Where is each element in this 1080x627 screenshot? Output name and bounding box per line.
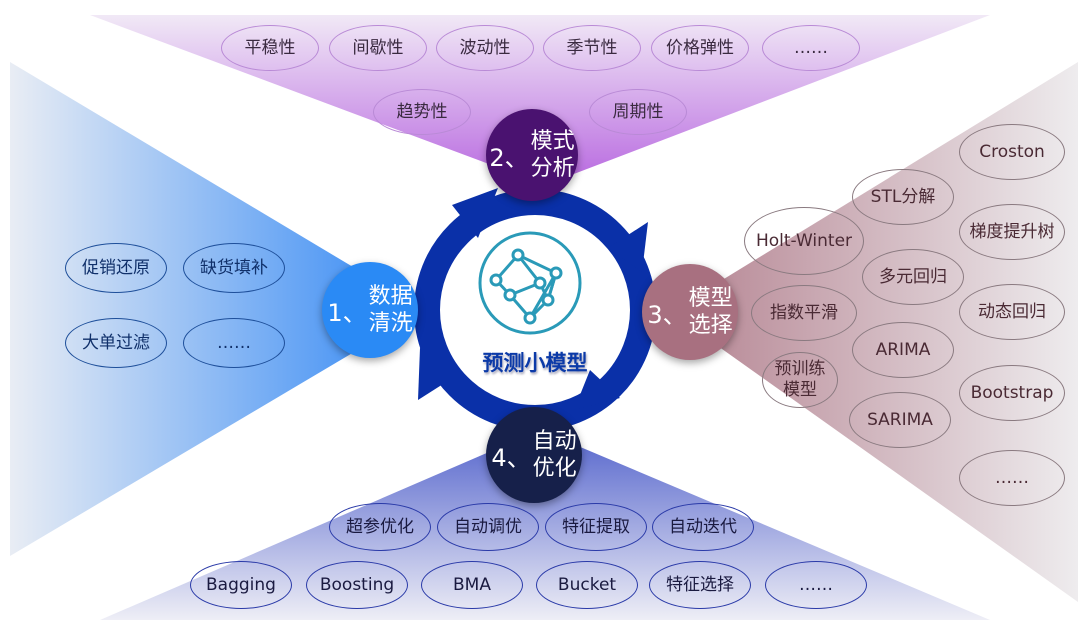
- model-item: ……: [959, 450, 1065, 506]
- cleaning-item: 缺货填补: [183, 243, 285, 293]
- model-item: SARIMA: [849, 392, 951, 448]
- model-item: Bootstrap: [959, 365, 1065, 421]
- model-item: 指数平滑: [751, 285, 857, 341]
- node-data-cleaning[interactable]: 1、 数据清洗: [322, 262, 418, 358]
- optimize-item: 特征提取: [545, 503, 647, 551]
- center-title: 预测小模型: [482, 351, 588, 375]
- node-label: 分析: [530, 156, 575, 181]
- arrow-head-1: [452, 188, 498, 238]
- cleaning-item: 促销还原: [65, 243, 167, 293]
- node-label: 优化: [532, 456, 577, 481]
- model-item: Croston: [959, 124, 1065, 180]
- cleaning-wedge: [10, 62, 425, 556]
- optimize-item: 特征选择: [649, 561, 751, 609]
- node-label: 模式: [530, 129, 575, 154]
- cleaning-item: 大单过滤: [65, 318, 167, 368]
- optimize-item: Boosting: [306, 561, 408, 609]
- node-number: 3、: [647, 300, 687, 329]
- pattern-item: 波动性: [436, 25, 534, 71]
- pattern-item: 间歇性: [329, 25, 427, 71]
- model-item: STL分解: [852, 169, 954, 225]
- node-model-selection[interactable]: 3、 模型选择: [642, 264, 738, 360]
- pattern-item: 周期性: [589, 89, 687, 135]
- optimize-item: Bagging: [190, 561, 292, 609]
- pattern-item: ……: [762, 25, 860, 71]
- node-label: 模型: [688, 286, 733, 311]
- model-item: 多元回归: [862, 249, 964, 305]
- node-label: 选择: [688, 313, 733, 338]
- node-pattern-analysis[interactable]: 2、 模式分析: [486, 109, 578, 201]
- node-number: 4、: [491, 443, 531, 472]
- node-number: 2、: [489, 143, 529, 172]
- model-item: Holt-Winter: [744, 207, 864, 275]
- cleaning-item: ……: [183, 318, 285, 368]
- cycle-ring: [414, 188, 656, 431]
- pattern-wedge: [90, 15, 990, 185]
- model-item: 预训练模型: [762, 352, 838, 408]
- network-model-icon: [478, 231, 582, 335]
- optimize-item: 自动调优: [437, 503, 539, 551]
- pattern-item: 季节性: [543, 25, 641, 71]
- node-auto-optimize[interactable]: 4、 自动优化: [486, 407, 582, 503]
- pattern-item: 价格弹性: [651, 25, 749, 71]
- model-item: ARIMA: [852, 322, 954, 378]
- model-item: 动态回归: [959, 284, 1065, 340]
- arrow-head-4: [418, 348, 462, 400]
- optimize-item: 自动迭代: [652, 503, 754, 551]
- optimize-item: Bucket: [536, 561, 638, 609]
- arrow-head-2: [608, 222, 648, 272]
- pattern-item: 平稳性: [221, 25, 319, 71]
- pattern-item: 趋势性: [373, 89, 471, 135]
- arrow-head-3: [574, 370, 620, 410]
- node-label: 数据: [368, 284, 413, 309]
- optimize-item: BMA: [421, 561, 523, 609]
- node-label: 清洗: [368, 311, 413, 336]
- optimize-item: 超参优化: [329, 503, 431, 551]
- optimize-item: ……: [765, 561, 867, 609]
- node-label: 自动: [532, 429, 577, 454]
- node-number: 1、: [327, 298, 367, 327]
- model-item: 梯度提升树: [959, 204, 1065, 260]
